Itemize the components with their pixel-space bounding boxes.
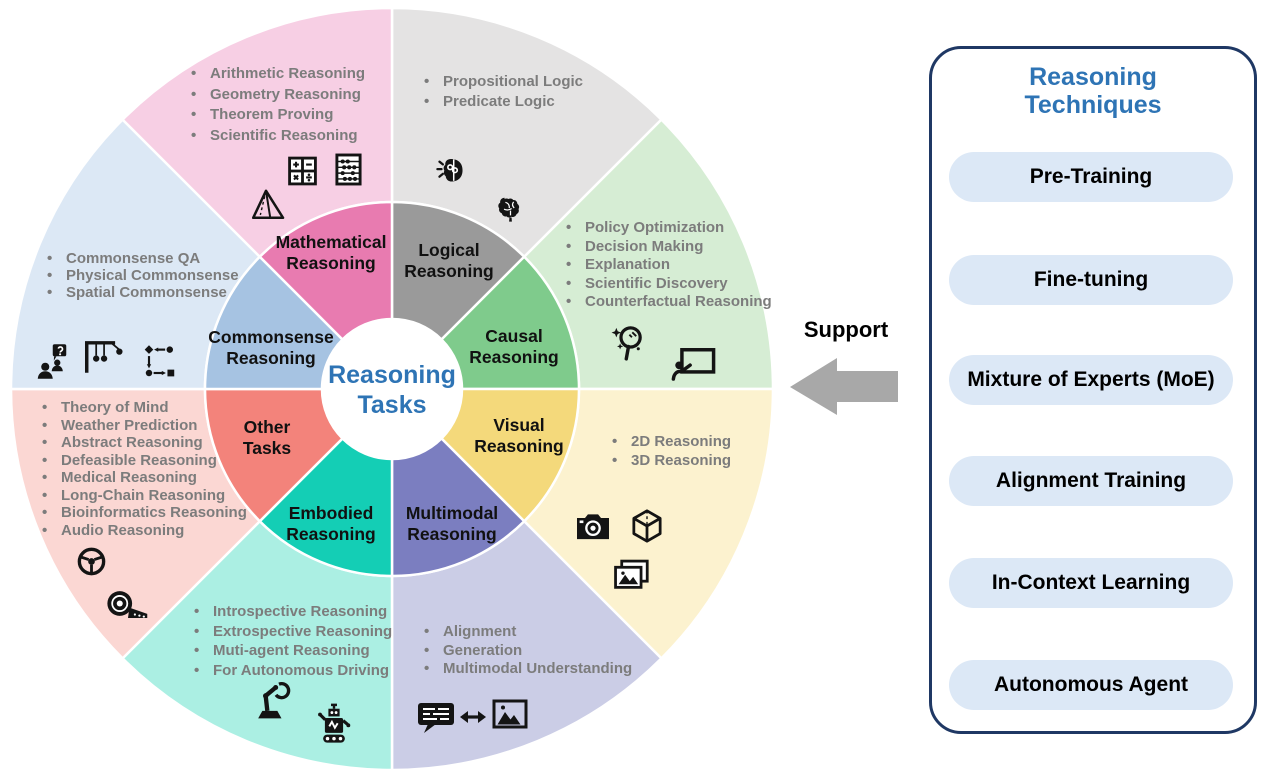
task-item: Decision Making: [562, 238, 772, 257]
film-reel-icon: [106, 588, 150, 619]
task-item: Bioinformatics Reasoning: [38, 504, 247, 522]
technique-pre-training: Pre-Training: [949, 152, 1233, 202]
task-item: Long-Chain Reasoning: [38, 487, 247, 505]
task-item: Counterfactual Reasoning: [562, 293, 772, 312]
mathematical-task-list: Arithmetic Reasoning Geometry Reasoning …: [187, 64, 365, 146]
people-question-icon: [34, 341, 70, 382]
task-item: Theorem Proving: [187, 105, 365, 126]
task-item: Generation: [420, 642, 632, 661]
other-task-list: Theory of Mind Weather Prediction Abstra…: [38, 399, 247, 539]
steering-wheel-icon: [76, 546, 107, 577]
task-item: Alignment: [420, 623, 632, 642]
technique-autonomous-agent: Autonomous Agent: [949, 660, 1233, 710]
technique-in-context-learning: In-Context Learning: [949, 558, 1233, 608]
support-arrow-icon: [790, 358, 898, 415]
task-item: For Autonomous Driving: [190, 661, 392, 681]
task-item: Muti-agent Reasoning: [190, 641, 392, 661]
task-item: Medical Reasoning: [38, 469, 247, 487]
center-circle: [322, 319, 462, 459]
task-item: Abstract Reasoning: [38, 434, 247, 452]
task-item: Spatial Commonsense: [43, 284, 239, 301]
task-item: Commonsense QA: [43, 250, 239, 267]
camera-icon: [574, 510, 612, 542]
task-item: Propositional Logic: [420, 72, 583, 92]
calculator-icon: [287, 155, 318, 187]
causal-task-list: Policy Optimization Decision Making Expl…: [562, 219, 772, 312]
label-embodied-reasoning: Embodied Reasoning: [286, 503, 376, 544]
task-item: 2D Reasoning: [608, 433, 731, 452]
magnifier-sparkle-icon: [607, 322, 649, 370]
label-logical-reasoning: Logical Reasoning: [404, 240, 494, 281]
task-item: Theory of Mind: [38, 399, 247, 417]
visual-task-list: 2D Reasoning 3D Reasoning: [608, 433, 731, 470]
technique-alignment-training: Alignment Training: [949, 456, 1233, 506]
presentation-icon: [669, 345, 717, 383]
task-item: Predicate Logic: [420, 92, 583, 112]
support-label: Support: [803, 317, 889, 342]
task-item: Introspective Reasoning: [190, 602, 392, 622]
robot-icon: [313, 702, 355, 748]
task-item: Audio Reasoning: [38, 522, 247, 540]
task-item: Extrospective Reasoning: [190, 622, 392, 642]
label-causal-reasoning: Causal Reasoning: [469, 326, 559, 367]
photos-icon: [610, 558, 652, 592]
task-item: 3D Reasoning: [608, 452, 731, 471]
task-item: Explanation: [562, 256, 772, 275]
robot-arm-icon: [252, 680, 301, 720]
reasoning-techniques-panel: Reasoning Techniques Pre-Training Fine-t…: [929, 46, 1257, 734]
label-commonsense-reasoning: Commonsense Reasoning: [208, 327, 334, 368]
task-item: Geometry Reasoning: [187, 85, 365, 106]
commonsense-task-list: Commonsense QA Physical Commonsense Spat…: [43, 250, 239, 301]
wheel-center-title: Reasoning Tasks: [328, 361, 456, 419]
text-image-exchange-icon: [416, 698, 528, 736]
task-item: Policy Optimization: [562, 219, 772, 238]
brain-icon: [494, 193, 527, 224]
pyramid-icon: [246, 188, 286, 222]
task-item: Scientific Discovery: [562, 275, 772, 294]
abacus-icon: [334, 152, 363, 187]
multimodal-task-list: Alignment Generation Multimodal Understa…: [420, 623, 632, 679]
task-item: Arithmetic Reasoning: [187, 64, 365, 85]
label-mathematical-reasoning: Mathematical Reasoning: [275, 232, 387, 273]
label-visual-reasoning: Visual Reasoning: [474, 415, 564, 456]
task-item: Defeasible Reasoning: [38, 452, 247, 470]
newtons-cradle-icon: [82, 338, 123, 376]
panel-title: Reasoning Techniques: [1024, 63, 1162, 119]
brain-idea-icon: [432, 154, 470, 187]
cube-icon: [628, 508, 666, 544]
label-other-tasks: Other Tasks: [242, 417, 292, 458]
task-item: Physical Commonsense: [43, 267, 239, 284]
task-item: Weather Prediction: [38, 417, 247, 435]
task-item: Scientific Reasoning: [187, 126, 365, 147]
task-item: Multimodal Understanding: [420, 660, 632, 679]
logical-task-list: Propositional Logic Predicate Logic: [420, 72, 583, 111]
technique-mixture-of-experts: Mixture of Experts (MoE): [949, 355, 1233, 405]
technique-fine-tuning: Fine-tuning: [949, 255, 1233, 305]
label-multimodal-reasoning: Multimodal Reasoning: [405, 503, 499, 544]
embodied-task-list: Introspective Reasoning Extrospective Re…: [190, 602, 392, 680]
flow-graph-icon: [140, 343, 178, 383]
